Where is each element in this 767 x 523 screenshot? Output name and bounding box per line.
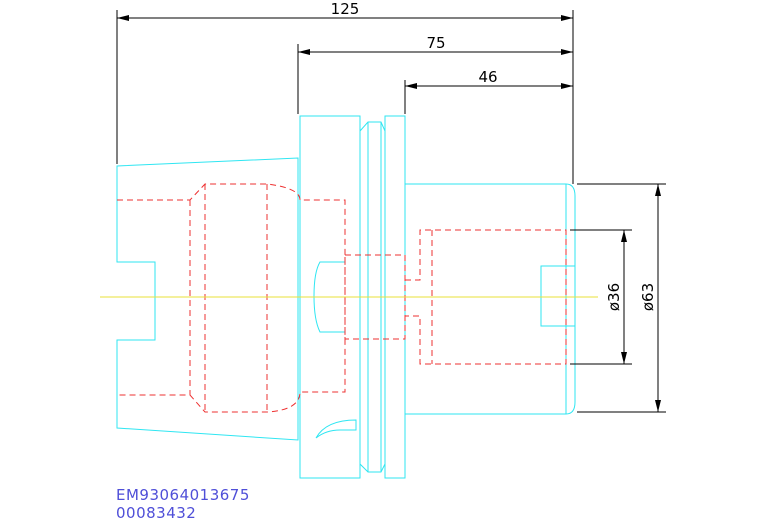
hidden-through-hole — [405, 229, 567, 365]
dim-125-arrow-right — [561, 15, 573, 21]
dim-36-arrow-top — [621, 230, 627, 242]
part-info-block: EM93064013675 00083432 — [116, 486, 250, 522]
part-number: EM93064013675 — [116, 486, 250, 504]
dim-125-label: 125 — [331, 0, 360, 18]
dim-36-label: ø36 — [605, 283, 623, 311]
dim-63-arrow-bottom — [655, 400, 661, 412]
flange-key-slot — [315, 419, 357, 439]
hidden-lines — [117, 183, 567, 413]
dim-125-arrow-left — [117, 15, 129, 21]
dim-75-arrow-right — [561, 49, 573, 55]
dim-46-arrow-left — [405, 83, 417, 89]
dimension-lines — [116, 10, 666, 413]
dim-36-arrow-bottom — [621, 352, 627, 364]
dim-75-arrow-left — [298, 49, 310, 55]
dim-63-label: ø63 — [639, 283, 657, 311]
body-cylinder-outline — [405, 183, 576, 415]
dim-46-arrow-right — [561, 83, 573, 89]
dim-46-label: 46 — [478, 68, 497, 86]
dim-75-label: 75 — [426, 34, 445, 52]
flange-outline — [299, 115, 406, 479]
end-slot — [540, 265, 576, 327]
taper-shank-outline — [116, 157, 299, 441]
part-code: 00083432 — [116, 504, 197, 522]
hidden-taper-bore — [117, 183, 346, 413]
dim-63-arrow-top — [655, 184, 661, 196]
pilot-hemisphere — [313, 261, 345, 333]
